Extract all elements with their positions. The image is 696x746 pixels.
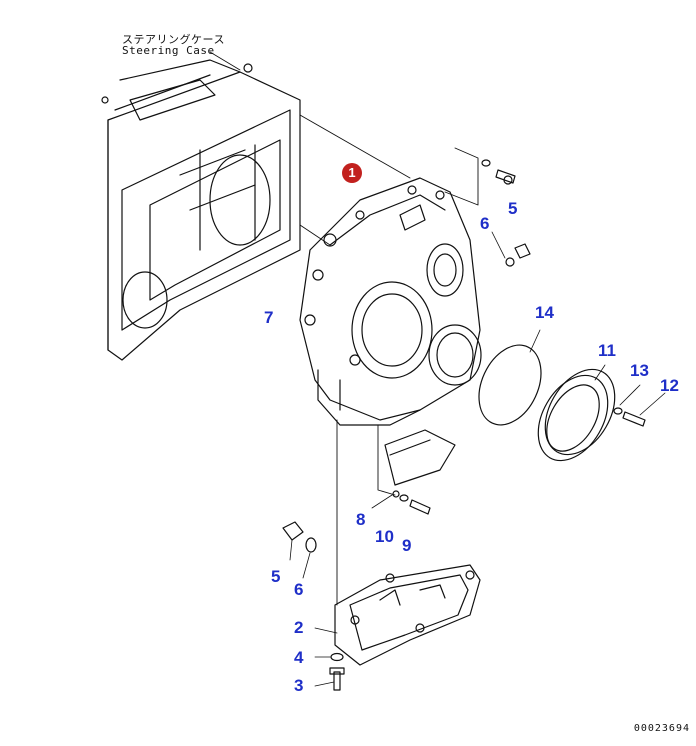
- callout-5-top: 5: [508, 199, 518, 218]
- seal-cover-11: [537, 368, 616, 462]
- washer-4: [330, 652, 344, 662]
- o-ring-14: [478, 344, 542, 426]
- callout-9: 9: [402, 536, 412, 555]
- steering-case-label-jp: ステアリングケース: [122, 33, 225, 46]
- main-part-badge: 1: [342, 163, 362, 183]
- callout-5-bottom: 5: [271, 567, 281, 586]
- cover-housing-part-1: [299, 177, 482, 426]
- callout-14: 14: [535, 303, 554, 322]
- drawing-number: 00023694: [633, 723, 690, 734]
- plug-5-top: [505, 243, 531, 267]
- callout-13: 13: [630, 361, 649, 380]
- callout-4: 4: [294, 648, 304, 667]
- callout-8: 8: [356, 510, 366, 529]
- steering-case-housing: [101, 59, 301, 361]
- steering-case-label: Steering Case: [122, 44, 215, 57]
- callout-3: 3: [294, 676, 304, 695]
- callout-6-top: 6: [480, 214, 490, 233]
- callout-10: 10: [375, 527, 394, 546]
- callout-6-bottom: 6: [294, 580, 304, 599]
- bolt-9: [392, 490, 431, 515]
- bolt-12: [613, 407, 646, 427]
- callout-12: 12: [660, 376, 679, 395]
- callout-2: 2: [294, 618, 304, 637]
- callout-11: 11: [598, 341, 616, 360]
- guard-plate: [384, 429, 456, 486]
- bolt-top: [481, 159, 516, 185]
- oil-pan-part-2: [334, 564, 481, 666]
- callout-7: 7: [264, 308, 274, 327]
- plug-5-bottom: [282, 521, 317, 553]
- bolt-3: [329, 667, 345, 691]
